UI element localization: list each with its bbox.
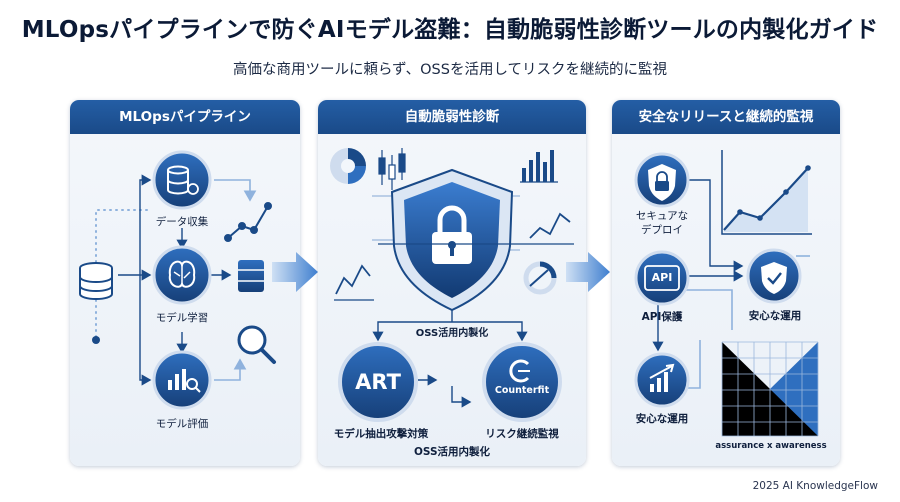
pipeline-dotted-connectors [95,209,151,341]
safe-ops-node-right [746,248,802,304]
release-connectors [652,179,744,352]
data-collection-node [152,150,212,210]
database-icon [79,262,113,300]
step-label-model-training: モデル学習 [155,312,209,324]
pipeline-dot [92,336,100,344]
art-tool-caption: モデル抽出攻撃対策 [333,428,429,440]
gauge-icon [523,261,557,295]
safe-ops-node-left [634,352,690,408]
counterfit-tool-name: Counterfit [494,385,550,396]
model-training-node [152,245,212,305]
bar-chart-icon-top [520,150,558,183]
storage-icon [238,260,264,292]
step-label-data-collection: データ収集 [155,216,209,228]
model-evaluation-node [152,350,212,410]
api-protection-node [634,250,690,306]
magnifier-icon [237,325,276,364]
safe-ops-label-right: 安心な運用 [748,310,802,322]
page-subtitle: 高価な商用ツールに頼らず、OSSを活用してリスクを継続的に監視 [232,62,668,78]
line-chart-icon-right [528,212,574,245]
line-chart-icon-left [334,264,374,301]
trend-chart-icon [721,150,812,235]
pipeline-light-connectors [214,179,257,381]
api-badge-text: API [651,271,673,284]
pipeline-trend-icon [224,202,272,242]
page-title: MLOpsパイプラインで防ぐAIモデル盗難：自動脆弱性診断ツールの内製化ガイド [21,17,879,43]
counterfit-tool-badge [482,342,562,422]
step-label-model-evaluation: モデル評価 [155,418,209,430]
flow-arrow-1 [272,252,318,292]
pipeline-panel-header: MLOpsパイプライン [70,100,300,134]
release-panel-header: 安全なリリースと継続的監視 [612,100,840,134]
security-shield-icon [390,168,514,312]
safe-ops-label-left: 安心な運用 [635,413,689,425]
tool-connectors [372,310,528,408]
flow-arrow-2 [566,252,610,292]
api-protection-label: API保護 [641,311,683,323]
scan-panel-header: 自動脆弱性診断 [318,100,586,134]
art-tool-badge [338,342,418,422]
art-tool-name: ART [355,370,401,394]
counterfit-tool-caption: リスク継続監視 [485,428,559,440]
oss-inhouse-label: OSS活用内製化 [415,328,489,339]
oss-inhouse-bottom-label: OSS活用内製化 [413,446,491,458]
assurance-tagline: assurance x awareness [715,441,827,451]
footer-credit: 2025 AI KnowledgeFlow [752,480,878,492]
secure-deploy-node [634,152,690,208]
pipeline-arrows [118,174,232,386]
release-light-connectors [686,255,810,389]
candlestick-chart-icon [378,148,406,190]
secure-deploy-label: セキュアな デプロイ [635,210,689,236]
assurance-grid-chart [721,341,819,437]
pie-chart-icon [330,148,366,184]
